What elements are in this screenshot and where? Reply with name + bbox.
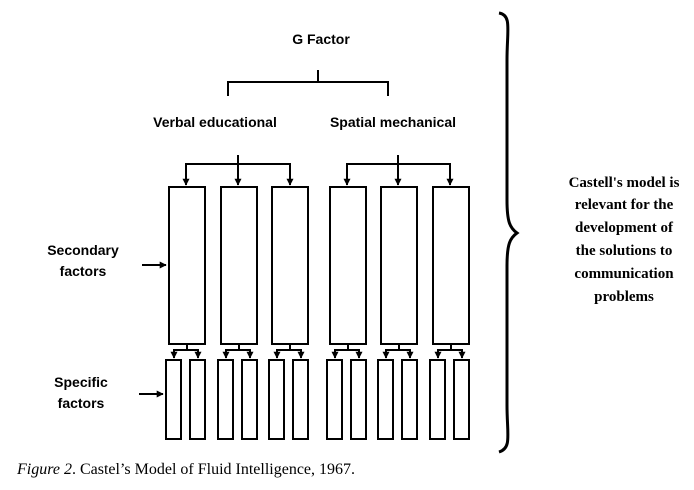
secondary-factor-box <box>380 186 418 345</box>
specific-factor-box <box>350 359 367 440</box>
secondary-factor-box <box>168 186 206 345</box>
specific-factor-box <box>268 359 285 440</box>
specific-factor-box <box>292 359 309 440</box>
secondary-factors-label-line2: factors <box>60 263 107 279</box>
specific-factors-label-line2: factors <box>58 395 105 411</box>
secondary-factor-box <box>220 186 258 345</box>
specific-factor-box <box>377 359 394 440</box>
specific-factors-label-line1: Specific <box>54 374 108 390</box>
note-line: problems <box>594 289 654 305</box>
figure-caption-text: . Castel’s Model of Fluid Intelligence, … <box>71 461 356 478</box>
verbal-educational-label: Verbal educational <box>153 114 277 130</box>
note-line: the solutions to <box>576 243 673 259</box>
note-line: Castell's model is <box>569 175 680 191</box>
figure-caption: Figure 2. Castel’s Model of Fluid Intell… <box>17 461 355 479</box>
note-line: relevant for the <box>575 197 674 213</box>
specific-factor-box <box>189 359 206 440</box>
secondary-factor-box <box>329 186 367 345</box>
figure-label: Figure 2 <box>17 461 72 478</box>
secondary-factor-box <box>271 186 309 345</box>
spatial-group-connector <box>343 155 454 186</box>
note-line: development of <box>575 220 674 236</box>
specific-connectors <box>170 344 466 359</box>
specific-factor-boxes <box>165 359 470 440</box>
specific-factor-box <box>165 359 182 440</box>
right-curly-brace <box>498 11 520 454</box>
note-line: communication <box>574 266 674 282</box>
verbal-group-connector <box>182 155 294 186</box>
specific-factor-box <box>453 359 470 440</box>
specific-factor-box <box>326 359 343 440</box>
specific-factor-box <box>217 359 234 440</box>
g-factor-connector <box>227 70 389 96</box>
specific-factor-box <box>241 359 258 440</box>
specific-factor-box <box>429 359 446 440</box>
secondary-factors-label-line1: Secondary <box>47 242 119 258</box>
castell-model-note: Castell's model is relevant for the deve… <box>569 175 680 305</box>
secondary-factor-box <box>432 186 470 345</box>
spatial-mechanical-label: Spatial mechanical <box>330 114 456 130</box>
specific-factor-box <box>401 359 418 440</box>
secondary-factor-boxes <box>168 186 470 345</box>
g-factor-label: G Factor <box>292 31 350 47</box>
